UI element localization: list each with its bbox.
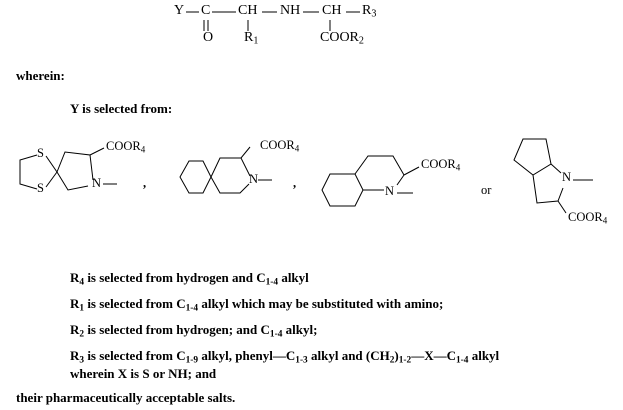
bond-s1-spiro: [45, 155, 58, 173]
subscript: 1-2: [398, 355, 412, 366]
atom-n: N: [385, 184, 395, 198]
carbon-range: 1-4: [265, 277, 279, 288]
r-letter: R: [70, 348, 80, 363]
ring-upper-bonds: [210, 146, 251, 178]
bond-c2-n: [396, 174, 405, 186]
r-subscript: 1: [79, 303, 85, 314]
y-option-3-bonds: [321, 155, 420, 207]
atom-carbonyl-c: C: [201, 3, 211, 18]
definition-r3: R3 is selected from C1-9 alkyl, phenyl—C…: [70, 348, 500, 366]
atom-r1: R1: [244, 30, 258, 46]
cyclopentane-ring: [513, 138, 552, 176]
definition-text: alkyl: [278, 270, 309, 285]
coor4-label: COOR4: [260, 138, 299, 153]
coor2-letters: COOR: [320, 30, 359, 45]
dithiolane-bonds: [19, 154, 38, 190]
atom-ch-alpha: CH: [238, 3, 258, 18]
definition-text: is selected from hydrogen; and C: [84, 322, 270, 337]
carbon-range: 1-4: [456, 355, 469, 366]
cyclohexane-ring: [179, 160, 212, 194]
carbon-range: 1-3: [295, 355, 308, 366]
coor-subscript: 4: [455, 162, 461, 173]
r3-subscript: 3: [371, 8, 377, 20]
definition-r2: R2 is selected from hydrogen; and C1-4 a…: [70, 322, 318, 340]
definition-text: alkyl which may be substituted with amin…: [198, 296, 444, 311]
bond-to-coor4: [557, 200, 567, 214]
atom-s2: S: [37, 181, 44, 195]
atom-carbonyl-o: O: [203, 30, 214, 45]
atom-n: N: [249, 172, 259, 186]
coor-letters: COOR: [568, 210, 603, 224]
backbone-bonds: [186, 11, 360, 31]
r-subscript: 2: [79, 329, 85, 340]
coor2-subscript: 2: [358, 35, 364, 47]
atom-nh: NH: [280, 3, 301, 18]
definition-text: is selected from hydrogen and C: [84, 270, 266, 285]
definition-text: alkyl: [468, 348, 500, 363]
subscript: 2: [389, 355, 395, 366]
coor4-label: COOR4: [106, 139, 145, 154]
definition-text: alkyl;: [282, 322, 318, 337]
coor-letters: COOR: [260, 138, 295, 152]
pyrrolidine-upper-bonds: [56, 151, 94, 181]
y-option-4-bonds: [513, 138, 593, 214]
closing-statement: their pharmaceutically acceptable salts.: [16, 390, 236, 405]
r-subscript: 3: [79, 355, 85, 366]
definition-text: ): [394, 348, 399, 363]
coor-letters: COOR: [421, 157, 456, 171]
pyrrolidine-lower-bonds: [56, 171, 89, 191]
coor-letters: COOR: [106, 139, 141, 153]
ring-lower-bonds: [210, 176, 250, 194]
bond-to-coor4: [89, 147, 105, 156]
coor-subscript: 4: [294, 143, 300, 154]
atom-n: N: [562, 170, 572, 184]
definition-r3-continuation: wherein X is S or NH; and: [70, 366, 217, 381]
wherein-label: wherein:: [16, 68, 65, 83]
carbon-range: 1-4: [185, 303, 199, 314]
bond-s2-spiro: [45, 171, 58, 188]
coor-subscript: 4: [602, 215, 608, 226]
separator-comma: ,: [293, 176, 297, 190]
r-letter: R: [70, 270, 80, 285]
atom-ch-beta: CH: [322, 3, 342, 18]
atom-y: Y: [174, 3, 185, 18]
carbon-range: 1-4: [269, 329, 283, 340]
r3-letter: R: [362, 3, 372, 18]
bond-c3-n: [240, 157, 251, 177]
coor4-label: COOR4: [568, 210, 607, 225]
r1-letter: R: [244, 30, 254, 45]
bond-to-coor4: [403, 166, 420, 176]
cyclohexane-ring: [321, 173, 364, 207]
pyrrolidine-bonds: [532, 174, 564, 204]
r-letter: R: [70, 296, 80, 311]
definition-text: is selected from C: [84, 296, 186, 311]
atom-n: N: [92, 176, 102, 190]
coor4-label: COOR4: [421, 157, 460, 172]
y-selected-label: Y is selected from:: [70, 101, 173, 116]
atom-r3: R3: [362, 3, 376, 19]
definition-text: is selected from C: [84, 348, 186, 363]
y-option-2-bonds: [179, 146, 272, 194]
definition-text: alkyl, phenyl—C: [198, 348, 296, 363]
r-subscript: 4: [79, 277, 85, 288]
ring-upper-bonds: [354, 155, 405, 176]
bond-c6a-n: [550, 163, 562, 174]
separator-or: or: [481, 183, 492, 197]
definition-text: —X—C: [411, 348, 456, 363]
separator-comma: ,: [143, 176, 147, 190]
carbon-range: 1-9: [185, 355, 199, 366]
definition-text: alkyl and (CH: [307, 348, 390, 363]
definition-r4: R4 is selected from hydrogen and C1-4 al…: [70, 270, 309, 288]
definition-r1: R1 is selected from C1-4 alkyl which may…: [70, 296, 444, 314]
atom-s1: S: [37, 146, 44, 160]
y-option-1-bonds: [19, 147, 117, 191]
r1-subscript: 1: [253, 35, 259, 47]
r-letter: R: [70, 322, 80, 337]
atom-coor2: COOR2: [320, 30, 364, 46]
coor-subscript: 4: [140, 144, 146, 155]
